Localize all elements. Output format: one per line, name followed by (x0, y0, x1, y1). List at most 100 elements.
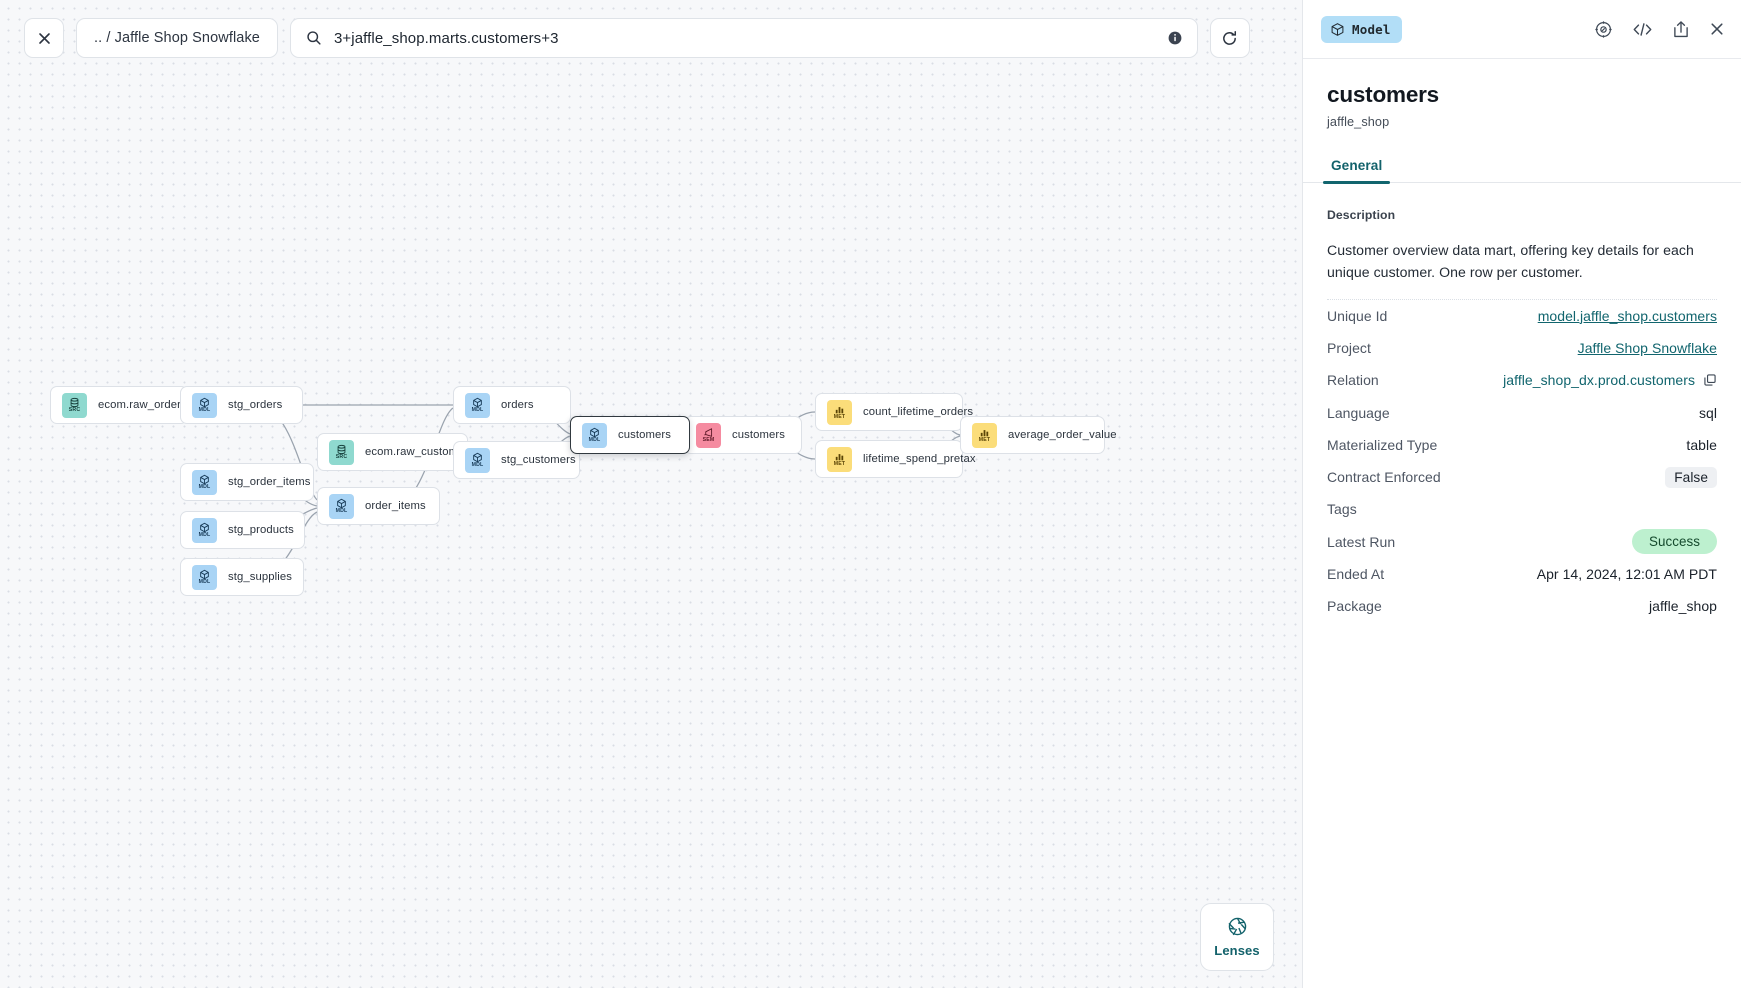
graph-node-label: stg_customers (501, 454, 576, 466)
graph-node-average_order_value[interactable]: MET average_order_value (960, 416, 1117, 454)
tab-general-label: General (1331, 158, 1383, 173)
compass-lens-icon[interactable] (1594, 20, 1613, 39)
detail-value[interactable]: model.jaffle_shop.customers (1537, 307, 1717, 324)
node-glyph-icon (704, 428, 713, 437)
node-glyph-icon (200, 397, 209, 407)
node-type-badge-mdl-icon: MDL (329, 493, 354, 519)
detail-value: sql (1698, 404, 1717, 421)
node-glyph-icon (980, 429, 989, 437)
graph-node-label: ecom.raw_orders (98, 399, 187, 411)
detail-row: Contract Enforced False (1327, 461, 1717, 493)
close-icon[interactable] (1709, 21, 1725, 37)
node-type-badge-mdl-icon: MDL (465, 447, 490, 473)
graph-node-stg_orders[interactable]: MDL stg_orders (180, 386, 303, 424)
graph-node-label: stg_supplies (228, 571, 293, 583)
detail-value-text: jaffle_shop_dx.prod.customers (1503, 372, 1695, 389)
panel-header: Model (1303, 0, 1741, 59)
detail-row: Materialized Type table (1327, 429, 1717, 461)
code-brackets-icon[interactable] (1632, 20, 1653, 39)
search-value: 3+jaffle_shop.marts.customers+3 (333, 29, 559, 47)
node-type-text: MDL (471, 407, 484, 414)
detail-key: Ended At (1327, 566, 1385, 583)
refresh-button[interactable] (1209, 18, 1250, 58)
graph-node-customers_sem[interactable]: SEM customers (684, 416, 802, 454)
detail-row: Unique Id model.jaffle_shop.customers (1327, 300, 1717, 332)
node-type-badge-mdl-icon: MDL (192, 469, 217, 495)
details-panel: Model customers jaffle_shop General Desc… (1302, 0, 1741, 988)
graph-node-stg_order_items[interactable]: MDL stg_order_items (180, 463, 314, 501)
canvas-toolbar: .. / Jaffle Shop Snowflake 3+jaffle_shop… (24, 18, 1250, 58)
graph-node-ecom_raw_orders[interactable]: SRC ecom.raw_orders (50, 386, 188, 424)
detail-key: Contract Enforced (1327, 469, 1441, 486)
detail-value[interactable]: Jaffle Shop Snowflake (1577, 339, 1717, 356)
node-type-text: SEM (702, 437, 715, 444)
detail-value[interactable]: jaffle_shop_dx.prod.customers (1503, 372, 1717, 388)
info-circle-icon[interactable] (1167, 30, 1183, 46)
node-type-text: MDL (588, 437, 601, 444)
node-type-badge-met-icon: MET (827, 399, 852, 425)
node-type-text: MET (978, 437, 991, 444)
detail-chip: False (1665, 466, 1717, 488)
node-glyph-icon (200, 474, 209, 484)
graph-node-stg_customers[interactable]: MDL stg_customers (453, 441, 580, 479)
search-input[interactable]: 3+jaffle_shop.marts.customers+3 (289, 18, 1198, 58)
node-type-text: SRC (68, 407, 81, 414)
node-type-text: MDL (471, 462, 484, 469)
detail-key: Language (1327, 404, 1390, 421)
graph-node-label: lifetime_spend_pretax (863, 453, 976, 465)
node-glyph-icon (200, 522, 209, 532)
node-type-badge-mdl-icon: MDL (192, 564, 217, 590)
panel-tabs: General (1303, 158, 1741, 184)
lenses-label: Lenses (1214, 943, 1260, 958)
detail-row: Language sql (1327, 396, 1717, 428)
panel-title-block: customers jaffle_shop (1303, 59, 1741, 129)
tab-general[interactable]: General (1322, 158, 1391, 184)
graph-node-label: stg_orders (228, 399, 283, 411)
description-text: Customer overview data mart, offering ke… (1327, 242, 1694, 281)
node-type-badge-mdl-icon: MDL (192, 392, 217, 418)
panel-content: Description Customer overview data mart,… (1303, 183, 1741, 623)
graph-node-label: order_items (365, 500, 426, 512)
node-type-text: MDL (198, 407, 211, 414)
lineage-canvas[interactable]: .. / Jaffle Shop Snowflake 3+jaffle_shop… (0, 0, 1302, 988)
status-badge: Success (1632, 529, 1717, 555)
graph-node-label: count_lifetime_orders (863, 406, 974, 418)
detail-key: Unique Id (1327, 307, 1388, 324)
detail-value: table (1686, 436, 1717, 453)
detail-row: Tags (1327, 493, 1717, 525)
detail-key: Materialized Type (1327, 436, 1438, 453)
lenses-button[interactable]: Lenses (1200, 903, 1274, 971)
graph-node-label: average_order_value (1008, 429, 1117, 441)
entity-type-badge[interactable]: Model (1321, 15, 1402, 43)
page-subtitle: jaffle_shop (1327, 115, 1390, 129)
detail-value: Apr 14, 2024, 12:01 AM PDT (1536, 566, 1717, 583)
share-upload-icon[interactable] (1672, 20, 1690, 39)
node-glyph-icon (835, 406, 844, 414)
node-glyph-icon (473, 452, 482, 462)
close-button[interactable] (24, 18, 64, 58)
node-glyph-icon (835, 453, 844, 461)
graph-node-order_items[interactable]: MDL order_items (317, 487, 440, 525)
node-type-badge-src-icon: SRC (329, 439, 354, 465)
graph-node-label: stg_order_items (228, 476, 311, 488)
copy-icon[interactable] (1703, 373, 1717, 387)
node-type-badge-mdl-icon: MDL (582, 422, 607, 448)
graph-node-count_lifetime_orders[interactable]: MET count_lifetime_orders (815, 393, 973, 431)
detail-row: Ended At Apr 14, 2024, 12:01 AM PDT (1327, 558, 1717, 590)
graph-node-label: customers (732, 429, 786, 441)
graph-node-stg_supplies[interactable]: MDL stg_supplies (180, 558, 304, 596)
node-type-badge-mdl-icon: MDL (465, 392, 490, 418)
node-type-text: MDL (198, 484, 211, 491)
node-type-badge-met-icon: MET (972, 422, 997, 448)
node-glyph-icon (590, 427, 599, 437)
breadcrumb[interactable]: .. / Jaffle Shop Snowflake (76, 18, 278, 58)
graph-node-label: stg_products (228, 524, 294, 536)
page-title: customers (1327, 82, 1439, 107)
